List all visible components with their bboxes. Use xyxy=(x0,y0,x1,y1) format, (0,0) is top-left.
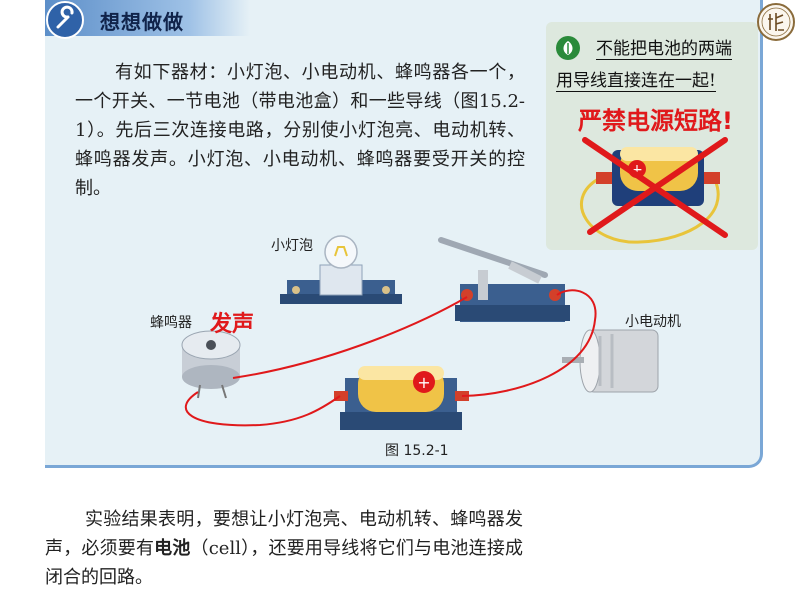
short-circuit-diagram: + xyxy=(580,137,728,244)
seal-icon xyxy=(757,3,795,41)
figure-caption: 图 15.2-1 xyxy=(385,443,449,459)
warning-line-2: 用导线直接连在一起! xyxy=(556,66,716,92)
leaf-icon xyxy=(556,36,580,60)
short-circuit-annotation: 严禁电源短路! xyxy=(578,107,733,135)
motor xyxy=(562,329,659,393)
warning-line-1: 不能把电池的两端 xyxy=(596,34,732,60)
conclusion-text-1: 实验结果表明，要想让小灯泡亮、电动机转、蜂鸣器发声，必须要有 xyxy=(45,509,523,559)
wire-battery-to-switch xyxy=(461,289,597,397)
wires xyxy=(185,289,597,427)
wire-buzzer-to-switch xyxy=(232,296,468,379)
sound-annotation: 发声 xyxy=(210,312,255,337)
label-buzzer: 蜂鸣器 xyxy=(150,315,192,331)
light-bulb xyxy=(280,235,402,304)
buzzer xyxy=(181,330,241,399)
wrench-icon xyxy=(46,1,84,39)
intro-paragraph: 有如下器材：小灯泡、小电动机、蜂鸣器各一个，一个开关、一节电池（带电池盒）和一些… xyxy=(75,62,525,199)
label-bulb: 小灯泡 xyxy=(271,238,313,254)
battery-plus-sign: + xyxy=(631,162,643,178)
label-motor: 小电动机 xyxy=(625,314,681,330)
cross-line-2 xyxy=(587,137,728,235)
wire-buzzer-to-battery xyxy=(185,391,341,427)
conclusion-paragraph: 实验结果表明，要想让小灯泡亮、电动机转、蜂鸣器发声，必须要有电池（cell），还… xyxy=(45,505,523,592)
conclusion-text-2: （cell），还要用导线将它们与电池连接成闭合的回路。 xyxy=(45,538,524,588)
battery: + xyxy=(334,366,469,430)
conclusion-bold-term: 电池 xyxy=(154,538,191,559)
battery-plus-sign: + xyxy=(417,373,430,392)
switch xyxy=(438,237,570,322)
section-title: 想想做做 xyxy=(100,10,184,34)
